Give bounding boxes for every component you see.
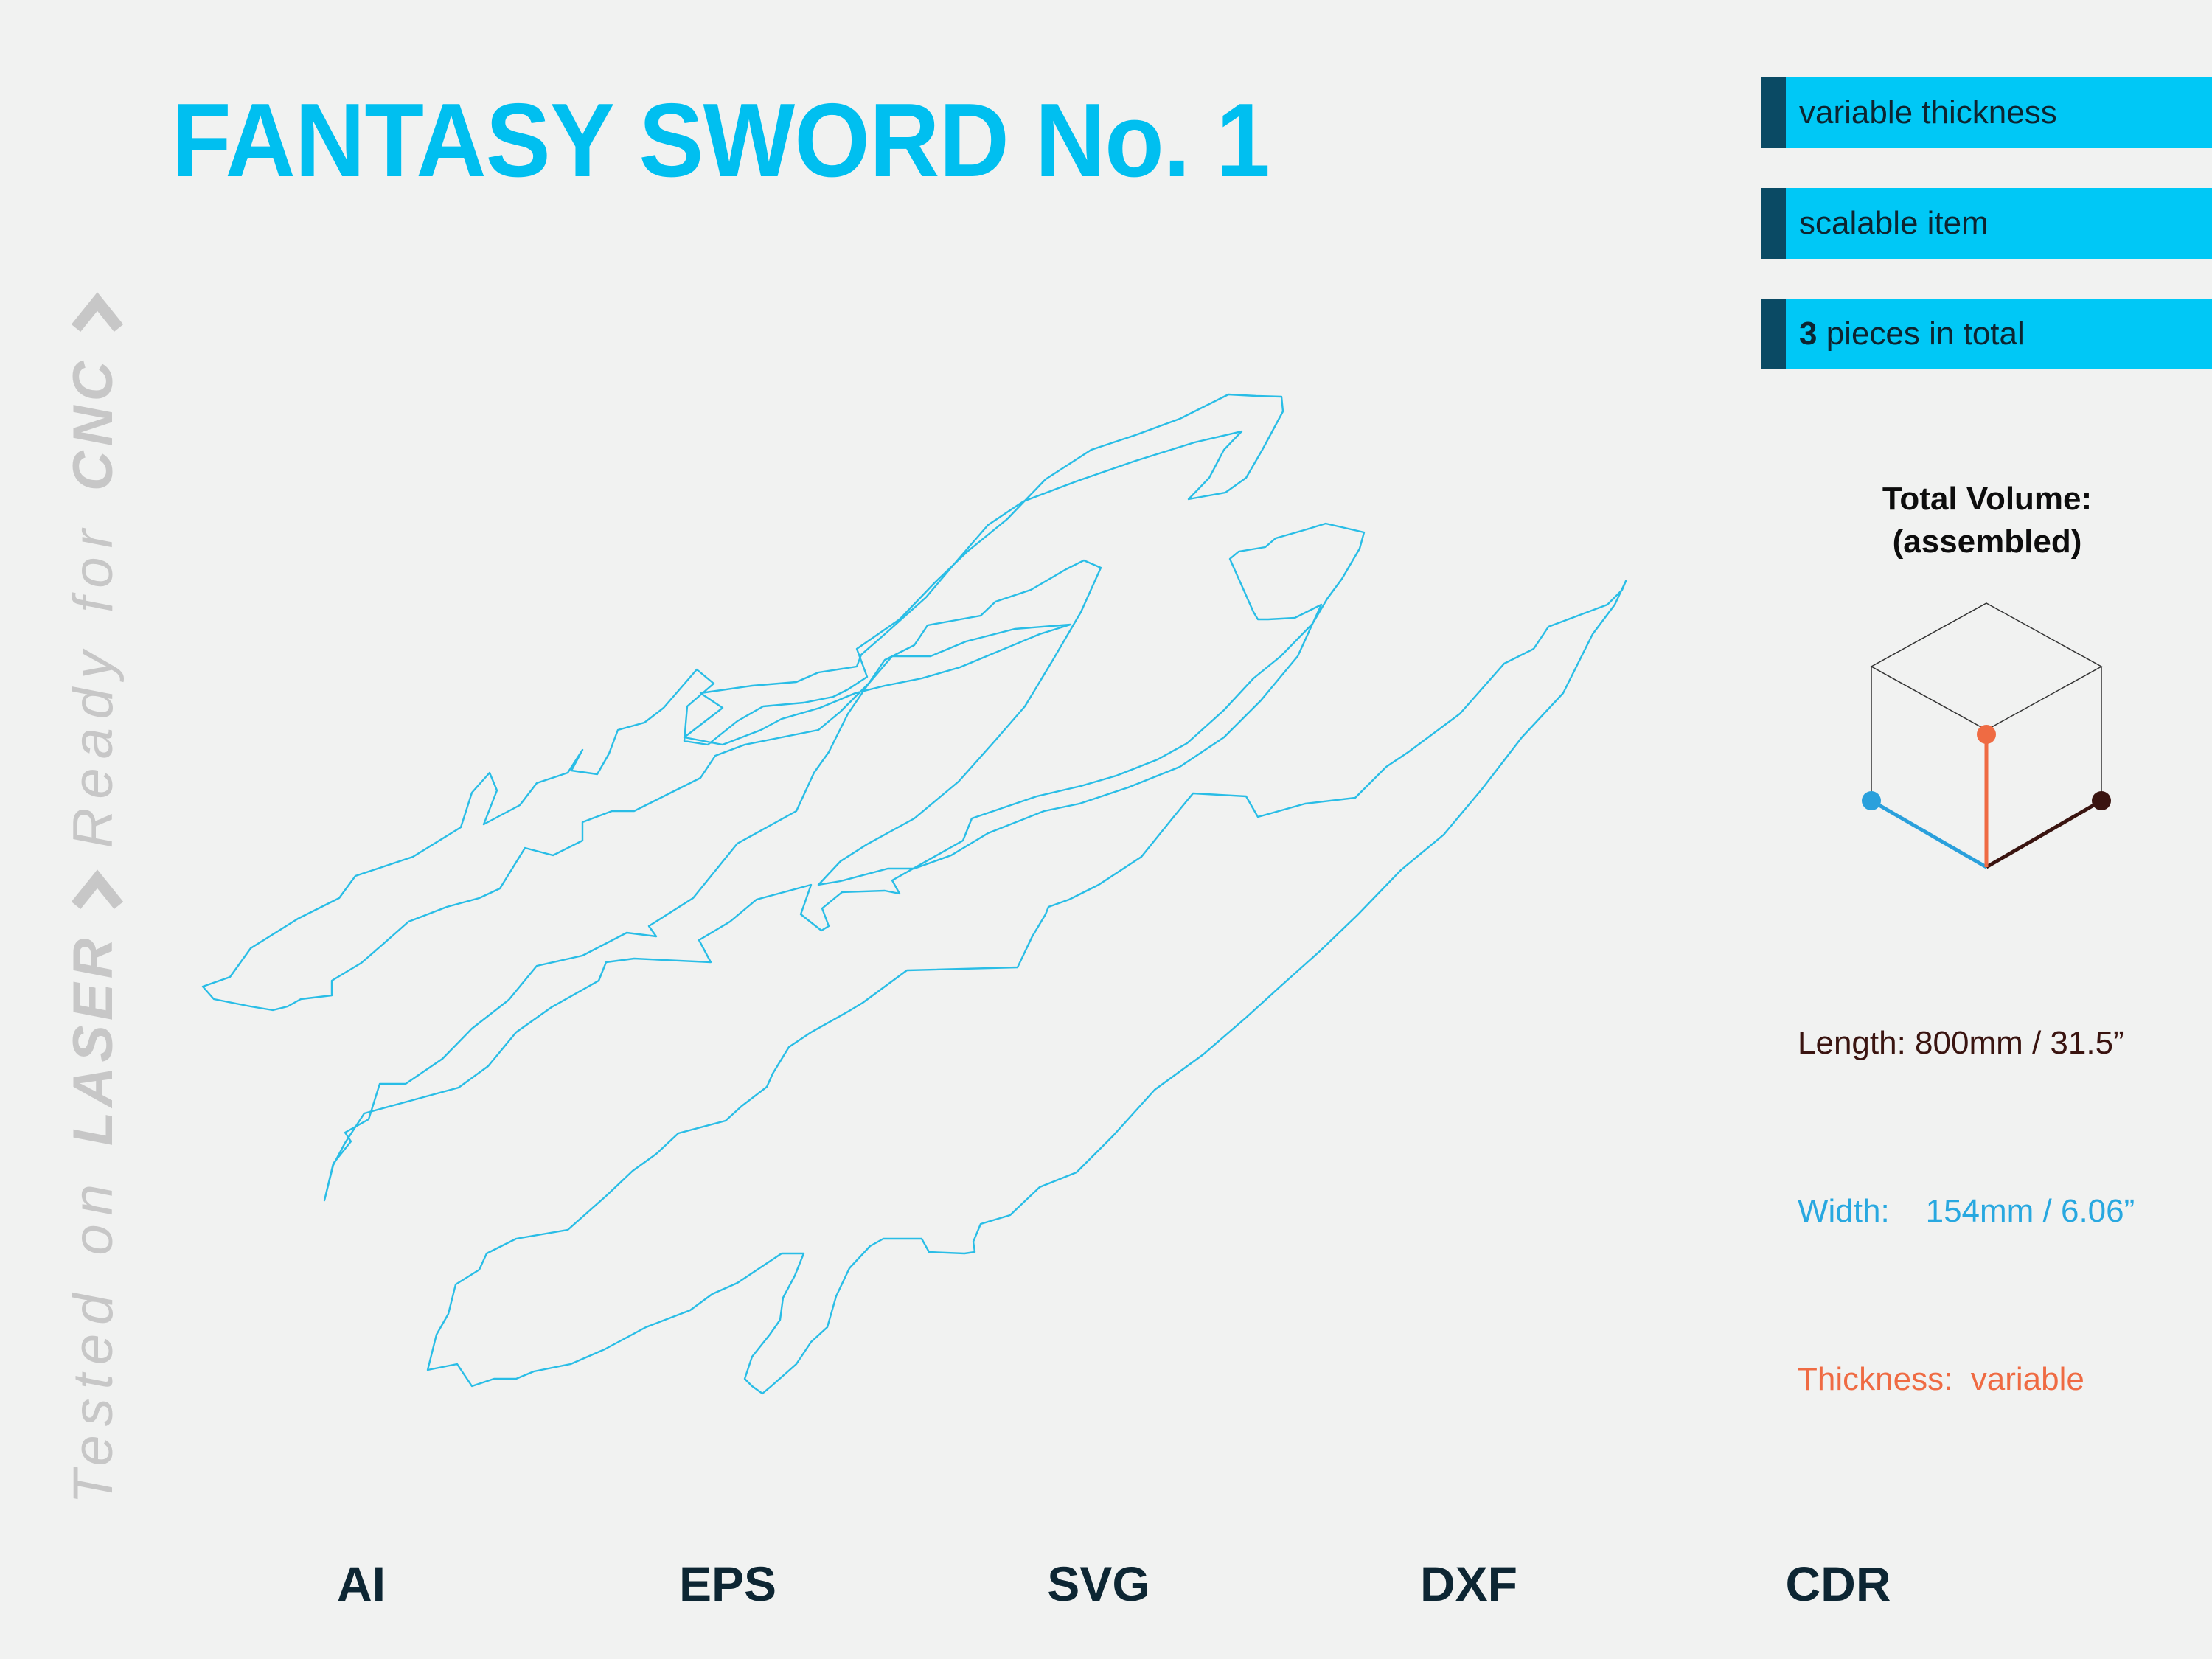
file-format-list: AI EPS SVG DXF CDR [0, 1556, 2212, 1622]
sword-piece-middle [323, 522, 1366, 1202]
chevron-right-icon [71, 292, 123, 333]
feature-tags: variable thickness scalable item 3 piece… [1761, 77, 2212, 409]
tag-label: variable thickness [1799, 94, 2057, 131]
tag-scalable-item: scalable item [1761, 188, 2212, 259]
format-eps: EPS [678, 1557, 777, 1611]
side-label: TestedonLASERReadyforCNC [60, 271, 127, 1504]
format-cdr: CDR [1785, 1557, 1891, 1611]
sword-piece-bottom [426, 580, 1627, 1395]
length-value: Length: 800mm / 31.5” [1798, 1025, 2124, 1061]
tag-bar [1761, 188, 1786, 259]
cube-icon [1862, 602, 2111, 869]
dimensions: Length: 800mm / 31.5” Width: 154mm / 6.0… [1798, 903, 2135, 1464]
chevron-right-icon [71, 869, 123, 910]
tag-bar [1761, 299, 1786, 369]
tag-label: 3 pieces in total [1799, 316, 2025, 352]
tag-bar [1761, 77, 1786, 148]
page-title: FANTASY SWORD No. 1 [172, 82, 1270, 199]
format-svg: SVG [1047, 1557, 1150, 1611]
tag-variable-thickness: variable thickness [1761, 77, 2212, 148]
tag-pieces-total: 3 pieces in total [1761, 299, 2212, 369]
sword-piece-top [201, 393, 1284, 1012]
thickness-value: Thickness: variable [1798, 1361, 2084, 1397]
format-dxf: DXF [1420, 1557, 1517, 1611]
volume-title: Total Volume: (assembled) [1882, 481, 2093, 560]
tag-label: scalable item [1799, 205, 1989, 241]
format-ai: AI [337, 1557, 386, 1611]
width-value: Width: 154mm / 6.06” [1798, 1193, 2135, 1229]
